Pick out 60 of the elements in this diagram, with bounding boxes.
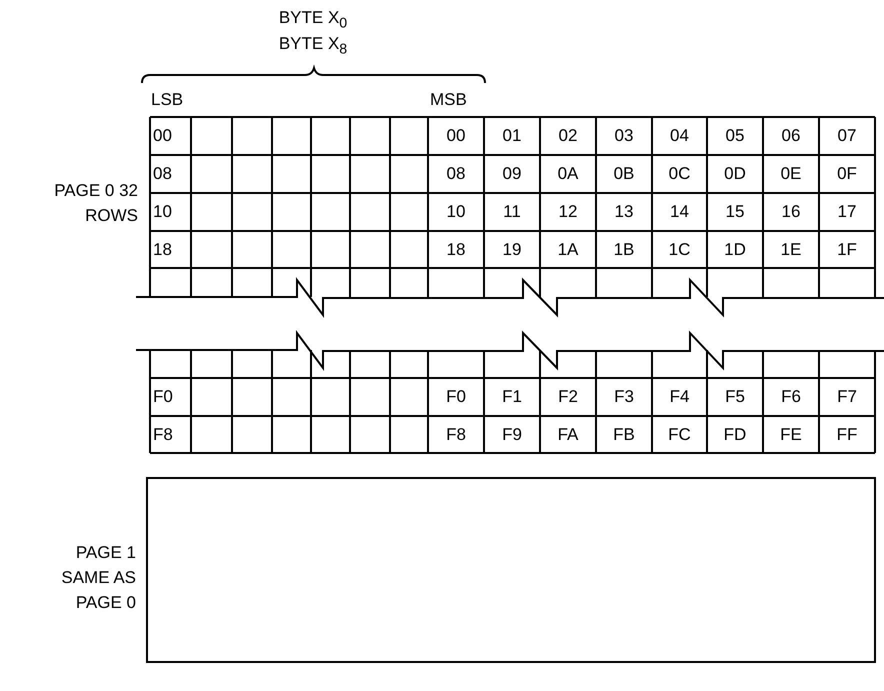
hex-address: FC: [667, 425, 692, 445]
hex-address: F3: [613, 387, 635, 407]
byte-label: BYTE X$_{0}$: [278, 8, 348, 34]
hex-address: 0D: [723, 164, 747, 184]
hex-address: 1A: [556, 240, 580, 260]
hex-address: 10: [153, 202, 172, 222]
hex-address: 00: [153, 126, 172, 146]
hex-address: 1E: [780, 240, 802, 260]
hex-address: F8: [153, 425, 173, 445]
hex-address: F0: [445, 387, 467, 407]
hex-address: 09: [502, 164, 522, 184]
hex-address: 0F: [836, 164, 858, 184]
hex-address: FE: [779, 425, 803, 445]
hex-address: 10: [446, 202, 466, 222]
hex-address: F1: [501, 387, 523, 407]
hex-address: 18: [446, 240, 466, 260]
hex-address: 0B: [612, 164, 636, 184]
hex-address: F4: [668, 387, 690, 407]
page-label: PAGE 0 32 ROWS: [53, 180, 138, 227]
hex-address: 11: [502, 202, 522, 222]
hex-address: 02: [558, 126, 578, 146]
hex-address: 0A: [556, 164, 580, 184]
byte-label: BYTE X$_{8}$: [278, 34, 348, 60]
hex-address: F5: [724, 387, 746, 407]
hex-address: 1B: [612, 240, 636, 260]
hex-address: 0C: [668, 164, 692, 184]
hex-address: 1C: [668, 240, 692, 260]
hex-address: 06: [780, 126, 802, 146]
hex-address: 01: [502, 126, 522, 146]
hex-address: 15: [724, 202, 746, 222]
hex-address: 1F: [836, 240, 858, 260]
hex-address: F6: [780, 387, 802, 407]
hex-address: 19: [502, 240, 522, 260]
hex-address: F2: [557, 387, 579, 407]
bit-label: LSB: [151, 90, 184, 110]
page-label: PAGE 1 SAME AS PAGE 0: [60, 542, 136, 614]
hex-address: F0: [153, 387, 173, 407]
hex-address: 03: [614, 126, 634, 146]
hex-address: 08: [153, 164, 172, 184]
hex-address: FF: [836, 425, 858, 445]
hex-address: FA: [556, 425, 580, 445]
hex-address: 17: [836, 202, 858, 222]
hex-address: 00: [446, 126, 466, 146]
hex-address: 05: [724, 126, 746, 146]
hex-address: 14: [669, 202, 690, 222]
hex-address: 04: [669, 126, 690, 146]
hex-address: 16: [780, 202, 802, 222]
hex-address: 1D: [723, 240, 747, 260]
hex-address: 12: [558, 202, 578, 222]
hex-address: 0E: [780, 164, 802, 184]
hex-address: F8: [445, 425, 467, 445]
hex-address: FD: [722, 425, 748, 445]
hex-address: 13: [614, 202, 634, 222]
hex-address: 18: [153, 240, 172, 260]
hex-address: 08: [446, 164, 466, 184]
hex-address: FB: [612, 425, 636, 445]
bit-label: MSB: [430, 90, 467, 110]
hex-address: F7: [836, 387, 858, 407]
hex-address: F9: [501, 425, 523, 445]
hex-address: 07: [836, 126, 858, 146]
